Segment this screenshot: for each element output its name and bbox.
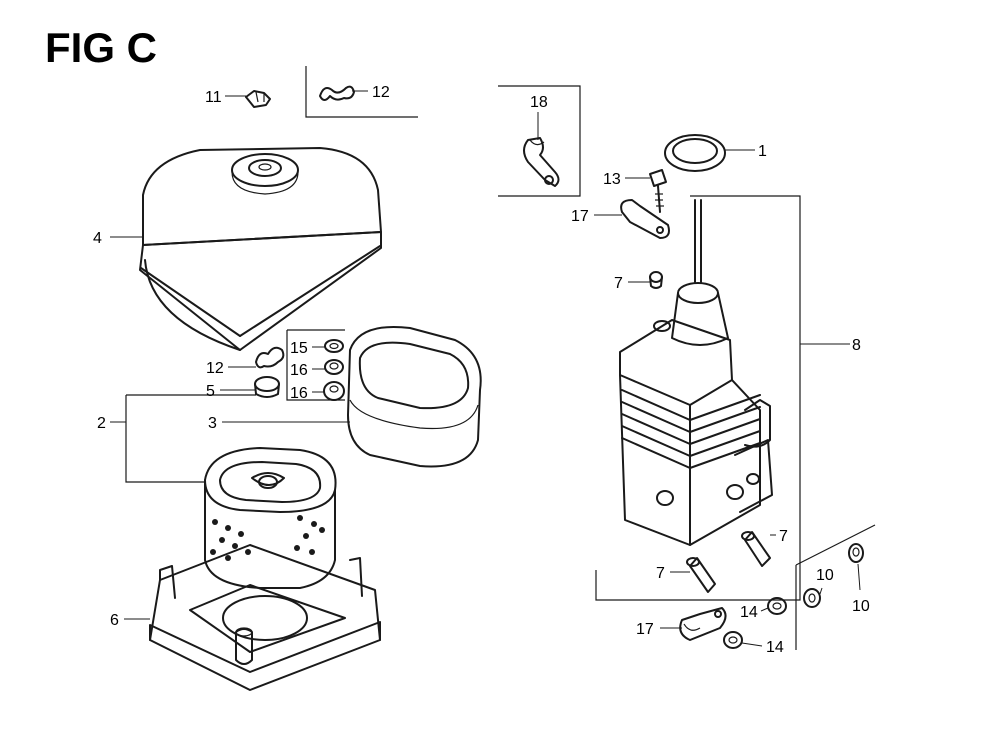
callout-labels: 11 12 4 12 5 2 3 6 15 16 16 1 18 13 17 7… — [93, 84, 870, 656]
callout-4: 4 — [93, 230, 102, 247]
callout-5: 5 — [206, 383, 215, 400]
callout-6: 6 — [110, 612, 119, 629]
part-1-seal-ring — [664, 134, 726, 172]
leader-lines — [110, 90, 861, 647]
part-10-grommet-a — [803, 588, 821, 608]
part-16-nut-b — [323, 381, 345, 401]
bracket-18 — [498, 85, 581, 197]
callout-2: 2 — [97, 415, 106, 432]
callout-17-lower: 17 — [636, 621, 654, 638]
callout-13: 13 — [603, 171, 621, 188]
callout-12-top: 12 — [372, 84, 390, 101]
callout-3: 3 — [208, 415, 217, 432]
callout-15: 15 — [290, 340, 308, 357]
part-7-tube-left — [686, 557, 716, 593]
callout-9: 8 — [852, 337, 861, 354]
bracket-9 — [595, 195, 801, 601]
callout-7-left: 7 — [656, 565, 665, 582]
callout-10-b: 10 — [852, 598, 870, 615]
part-9-air-cleaner-elbow — [619, 199, 773, 546]
part-11-wing-nut — [245, 90, 271, 108]
part-14-nut-a — [767, 597, 787, 615]
callout-16-b: 16 — [290, 385, 308, 402]
callout-7-right: 7 — [779, 528, 788, 545]
part-18-clamp — [523, 137, 560, 187]
callout-18: 18 — [530, 94, 548, 111]
callout-17-top: 17 — [571, 208, 589, 225]
part-10-grommet-b — [848, 543, 864, 563]
part-8-grommet — [649, 271, 663, 289]
part-13-bolt — [649, 169, 667, 213]
part-12-wing-nut-lower — [255, 346, 285, 369]
callout-8: 7 — [614, 275, 623, 292]
bracket-2-3 — [125, 395, 205, 483]
part-16-nut-a — [324, 359, 344, 375]
callout-11: 11 — [205, 89, 222, 106]
figure-title: FIG C — [45, 24, 157, 71]
callout-14-b: 14 — [766, 639, 784, 656]
part-14-nut-b — [723, 631, 743, 649]
part-17-clamp-top — [620, 199, 670, 239]
callout-16-a: 16 — [290, 362, 308, 379]
part-5-grommet — [254, 376, 280, 398]
part-12-wing-nut-top — [305, 66, 418, 118]
perforations — [210, 515, 325, 561]
callout-1: 1 — [758, 143, 767, 160]
part-6-air-cleaner-base — [149, 544, 381, 691]
part-15-washer — [324, 339, 344, 353]
part-2-paper-element — [204, 447, 337, 589]
callout-12-lower: 12 — [206, 360, 224, 377]
part-4-air-cleaner-cover — [139, 147, 382, 351]
callout-14-a: 14 — [740, 604, 758, 621]
part-17-clamp-lower — [679, 607, 727, 641]
bracket-10 — [795, 524, 876, 566]
bracket-15-16 — [286, 330, 345, 401]
part-7-tube-right — [741, 531, 771, 567]
part-3-foam-element — [347, 326, 482, 468]
callout-10-a: 10 — [816, 567, 834, 584]
